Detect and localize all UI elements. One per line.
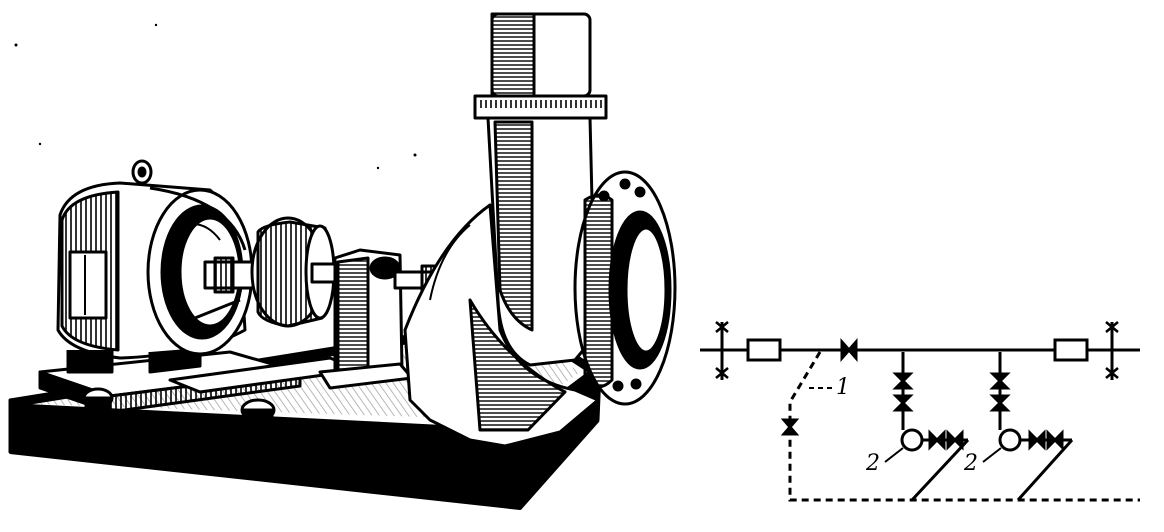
- right-compensator: [1053, 338, 1089, 362]
- electric-motor: [56, 159, 254, 374]
- branch-1-valve: [780, 418, 800, 436]
- label-pump-a: 2: [865, 451, 880, 476]
- pump-unit-illustration: [8, 12, 677, 510]
- suction-flange: [573, 170, 677, 406]
- label-branch-1: 1: [836, 375, 850, 400]
- pump-branch-b: [989, 352, 1074, 502]
- pump-branch-a: [892, 352, 970, 502]
- label-pump-b: 2: [963, 451, 978, 476]
- left-end-support: [715, 321, 729, 380]
- bearing-pedestal: [318, 248, 447, 390]
- branch-1-dashed: [788, 351, 1140, 502]
- discharge-pipe: [473, 12, 608, 367]
- right-end-support: [1105, 321, 1119, 380]
- left-compensator: [746, 338, 782, 362]
- header-valve: [840, 338, 858, 362]
- coupling: [203, 216, 344, 328]
- piping-schematic: [700, 321, 1140, 502]
- pump-a-symbol: [900, 428, 924, 452]
- pump-b-symbol: [998, 428, 1022, 452]
- pump-casing: [403, 203, 600, 448]
